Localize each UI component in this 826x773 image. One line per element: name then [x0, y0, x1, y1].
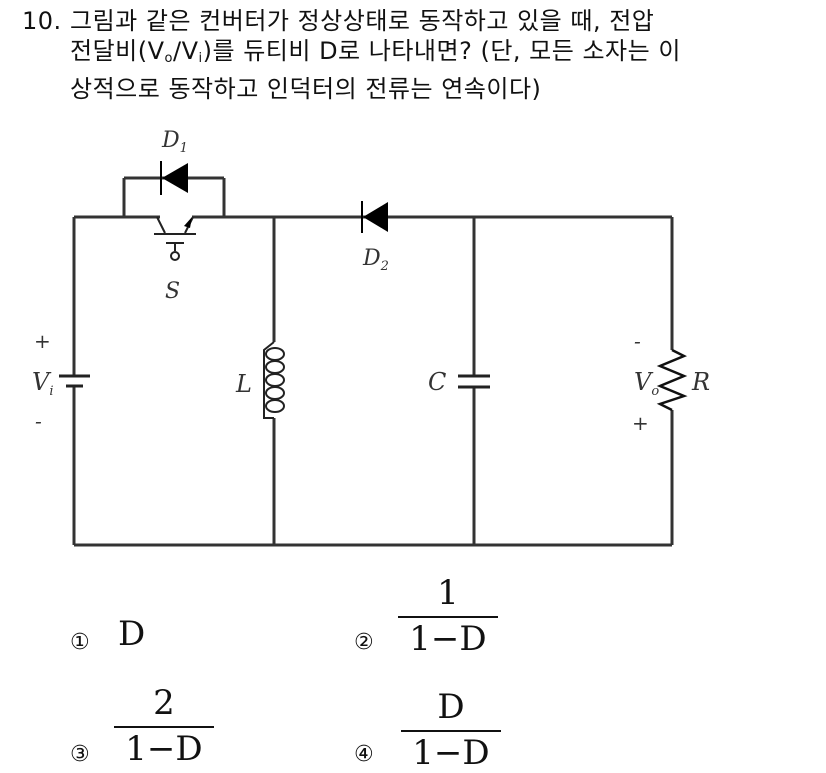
option-4-marker: ④ [354, 742, 374, 767]
denominator: 1−D [409, 619, 487, 659]
label-vo: Vo [634, 368, 659, 399]
numerator: D [437, 687, 465, 727]
label-vi: Vi [32, 368, 54, 399]
voltage-source-vi [59, 374, 90, 388]
numerator: 1 [437, 573, 459, 613]
question-number: 10. [22, 7, 62, 35]
option-2-marker: ② [354, 630, 374, 655]
label-s: S [165, 279, 180, 304]
vi-minus-sign: - [35, 409, 42, 433]
fraction-bar [398, 616, 498, 618]
question-line-3: 상적으로 동작하고 인덕터의 전류는 연속이다) [70, 75, 542, 103]
question-line-1: 10.그림과 같은 컨버터가 정상상태로 동작하고 있을 때, 전압 [22, 7, 655, 35]
option-1-value: D [118, 614, 146, 654]
circuit-diagram: D1 S D2 + Vi - L C - Vo R + [32, 128, 710, 547]
option-4-fraction: D 1−D [401, 688, 501, 772]
question-line-2: 전달비(Vo/Vi)를 듀티비 D로 나타내면? (단, 모든 소자는 이 [70, 37, 681, 66]
option-3-marker: ③ [70, 742, 90, 767]
numerator: 2 [153, 683, 175, 723]
option-2-fraction: 1 1−D [398, 574, 498, 658]
option-3-fraction: 2 1−D [114, 684, 214, 768]
label-d1: D1 [161, 128, 188, 156]
fraction-bar [401, 730, 501, 732]
vo-plus-sign: + [632, 411, 649, 435]
option-1-marker: ① [70, 630, 90, 655]
question-text: 10.그림과 같은 컨버터가 정상상태로 동작하고 있을 때, 전압 전달비(V… [22, 6, 681, 104]
inductor-l [263, 341, 285, 419]
label-r: R [691, 368, 710, 396]
diode-d1 [160, 161, 188, 195]
label-d2: D2 [362, 246, 389, 274]
resistor-r [656, 348, 688, 412]
denominator: 1−D [125, 729, 203, 769]
capacitor-c [458, 374, 490, 389]
diode-d2 [361, 201, 388, 233]
vo-minus-sign: - [634, 329, 641, 353]
label-c: C [428, 368, 446, 396]
fraction-bar [114, 726, 214, 728]
label-l: L [235, 370, 252, 398]
denominator: 1−D [412, 733, 490, 773]
vi-plus-sign: + [34, 329, 51, 353]
